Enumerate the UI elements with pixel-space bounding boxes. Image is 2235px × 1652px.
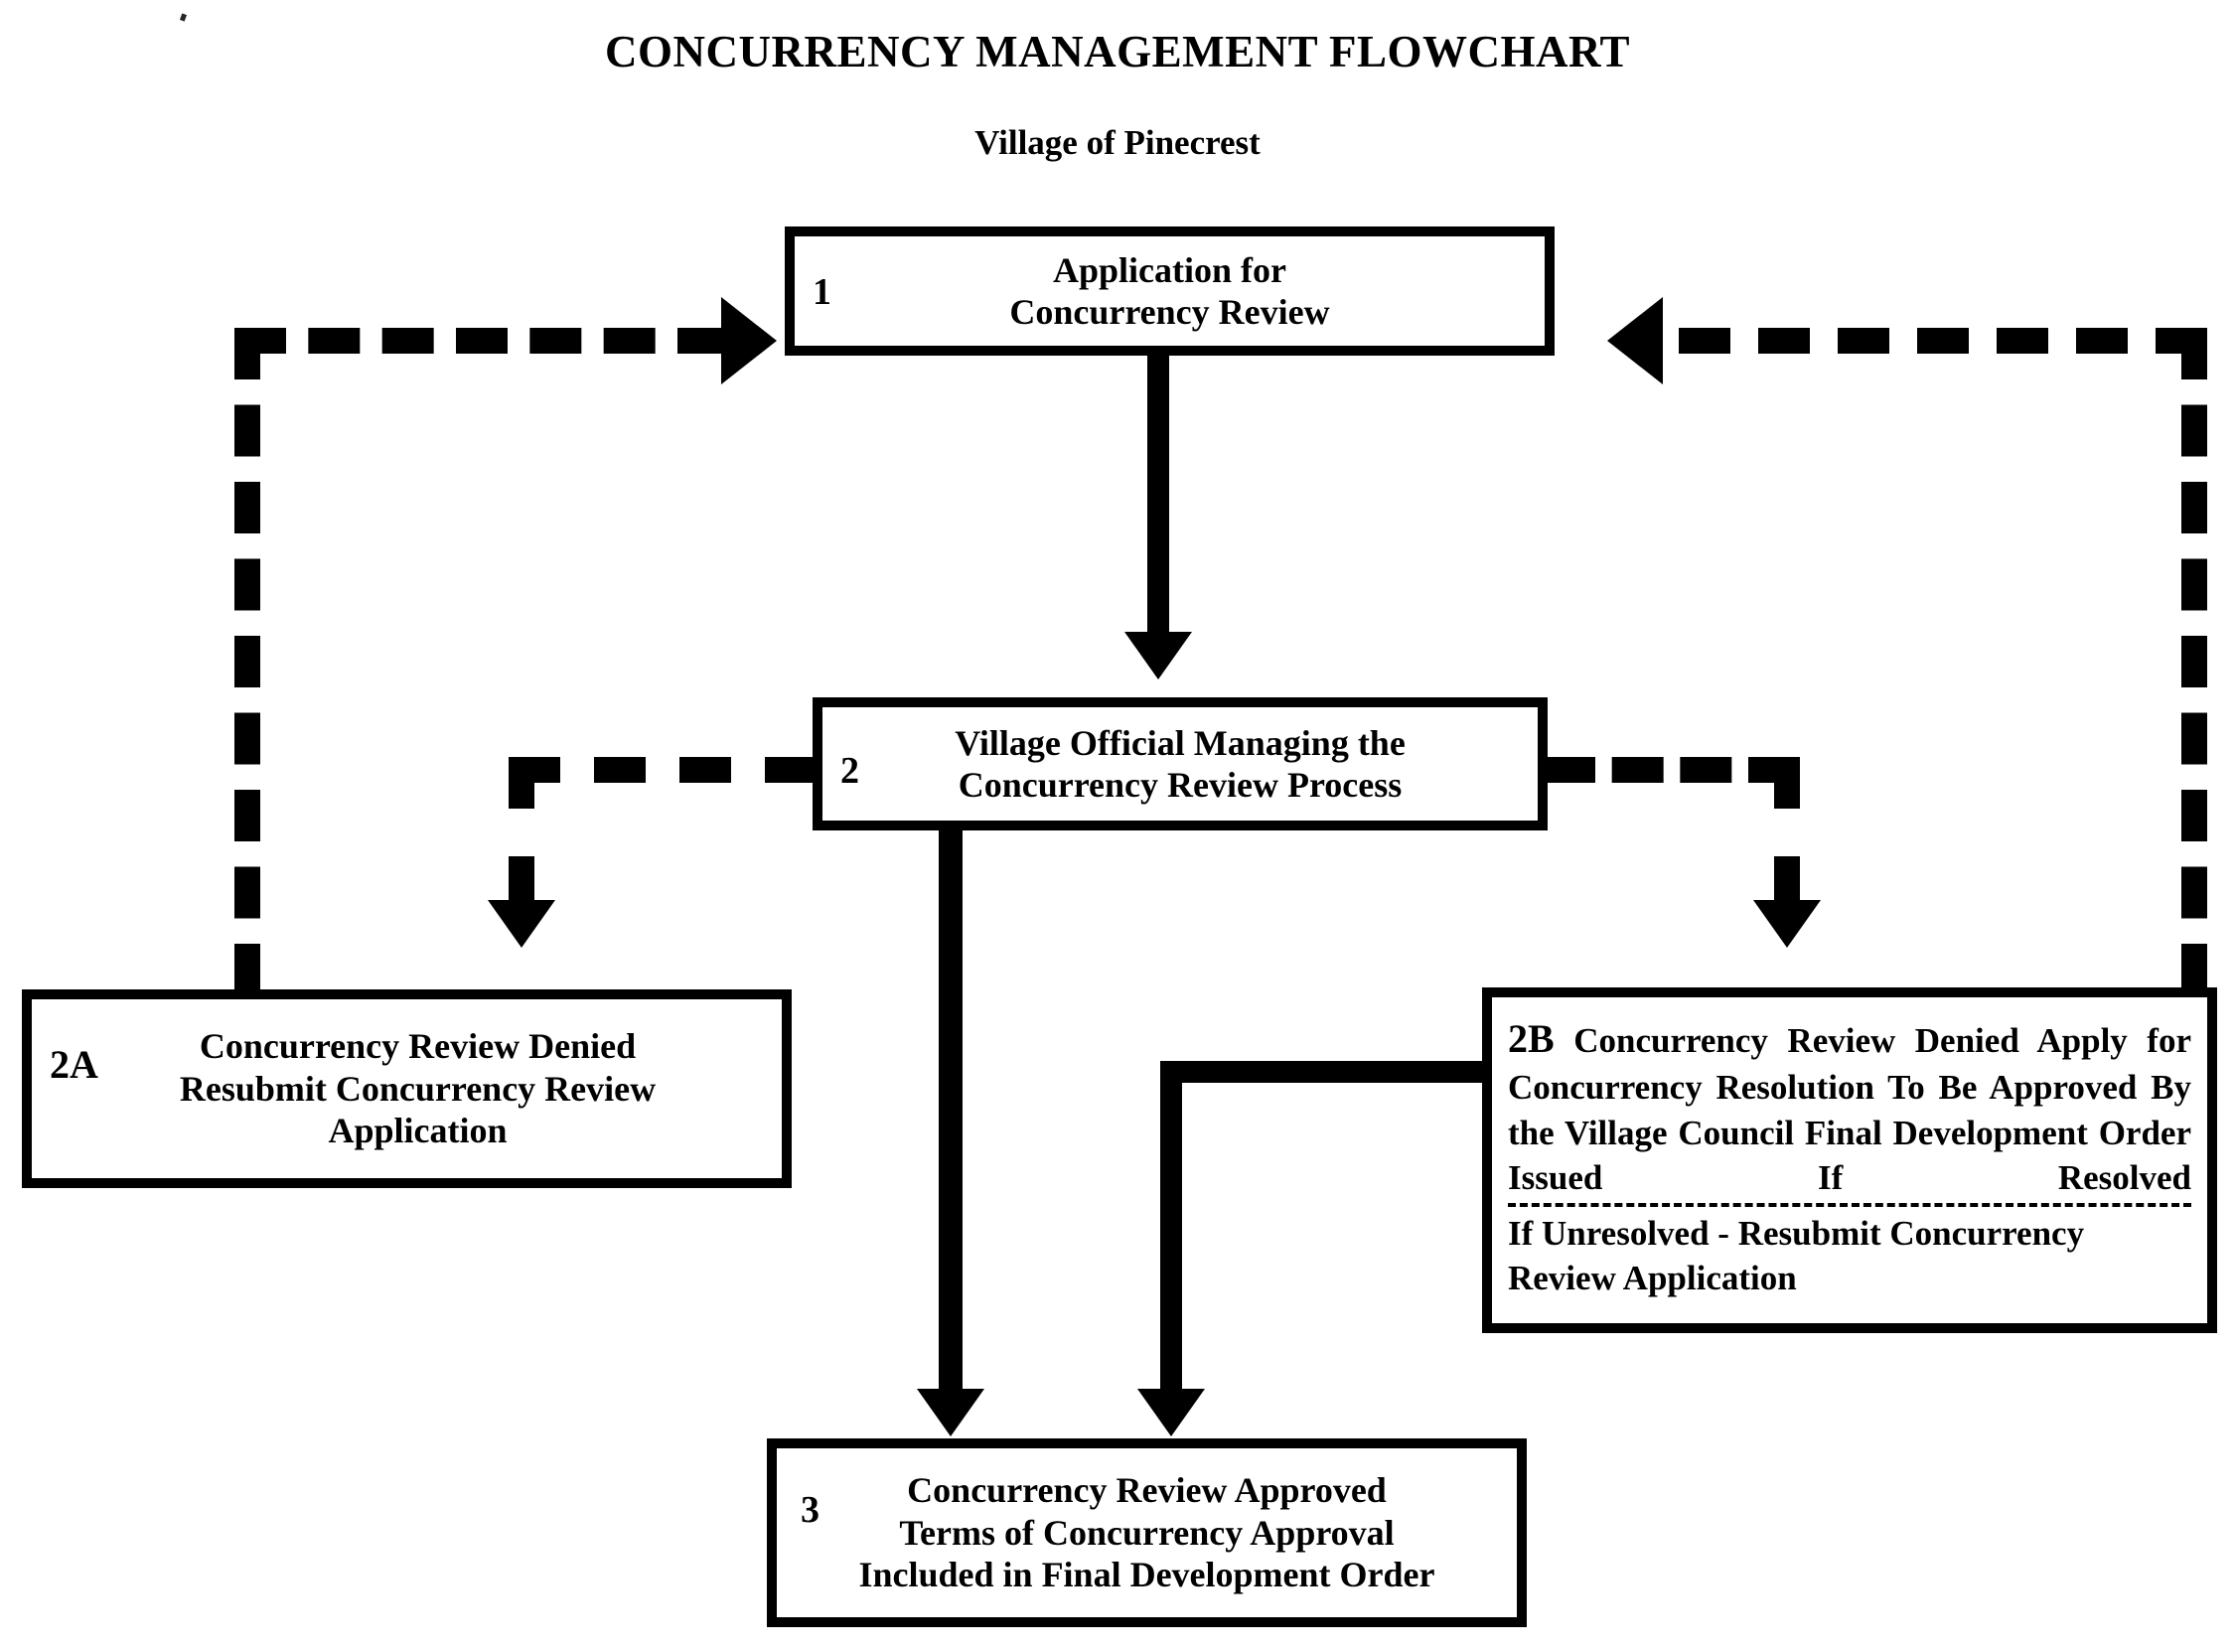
node-2b-number: 2B (1508, 1016, 1555, 1061)
node-3-number: 3 (801, 1489, 820, 1532)
node-1-number: 1 (813, 270, 831, 313)
edge-2-to-2b-horizontal (1544, 757, 1800, 783)
node-concurrency-review-denied-apply-resolution[interactable]: 2B Concurrency Review Denied Apply for C… (1482, 987, 2217, 1333)
edge-2-to-2a-horizontal (509, 757, 817, 783)
node-concurrency-review-denied-resubmit[interactable]: 2A Concurrency Review Denied Resubmit Co… (22, 989, 792, 1188)
edge-1-to-2-stem (1147, 356, 1169, 639)
page-title: CONCURRENCY MANAGEMENT FLOWCHART (605, 27, 1630, 76)
edge-2b-to-1-vertical (2181, 328, 2207, 995)
edge-2a-to-1-vertical (234, 328, 260, 995)
node-2-number: 2 (840, 749, 859, 792)
node-2-label: Village Official Managing the Concurrenc… (955, 722, 1406, 805)
node-concurrency-review-approved[interactable]: 3 Concurrency Review Approved Terms of C… (767, 1438, 1527, 1627)
edge-2-to-2a-arrowhead (488, 900, 555, 948)
node-2a-number: 2A (50, 1042, 98, 1088)
node-3-label: Concurrency Review Approved Terms of Con… (858, 1470, 1435, 1595)
node-application-for-concurrency-review[interactable]: 1 Application for Concurrency Review (785, 226, 1555, 356)
edge-2-to-3-arrowhead (917, 1389, 984, 1436)
scan-artifact-speck (179, 13, 188, 22)
edge-2a-to-1-arrowhead (721, 297, 777, 384)
node-village-official-managing-review[interactable]: 2 Village Official Managing the Concurre… (813, 697, 1548, 830)
node-1-label: Application for Concurrency Review (1009, 249, 1330, 332)
node-2a-label: Concurrency Review Denied Resubmit Concu… (179, 1026, 657, 1151)
edge-2-to-2b-arrowhead (1753, 900, 1821, 948)
edge-2b-to-1-horizontal (1679, 328, 2207, 354)
edge-2b-to-3-horizontal (1160, 1061, 1494, 1083)
node-2b-divider (1508, 1202, 2191, 1207)
edge-2b-to-3-stem (1160, 1061, 1182, 1399)
edge-2a-to-1-horizontal (234, 328, 729, 354)
edge-2-to-3-stem (939, 830, 963, 1397)
node-2b-unresolved-text: If Unresolved - Resubmit Concurrency Rev… (1508, 1213, 2085, 1298)
edge-1-to-2-arrowhead (1124, 632, 1192, 679)
edge-2-to-2b-vertical (1774, 757, 1800, 908)
edge-2b-to-1-arrowhead (1607, 297, 1663, 384)
page-subtitle: Village of Pinecrest (974, 123, 1261, 162)
edge-2b-to-3-arrowhead (1137, 1389, 1205, 1436)
node-2b-resolved-text: 2B Concurrency Review Denied Apply for C… (1508, 1016, 2192, 1197)
edge-2-to-2a-vertical (509, 757, 534, 908)
